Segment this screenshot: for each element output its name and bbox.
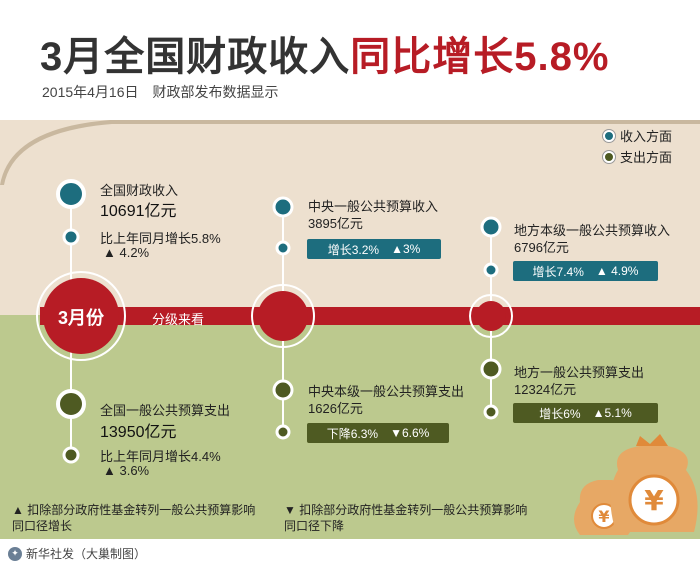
note-increase: ▲ 扣除部分政府性基金转列一般公共预算影响 同口径增长: [12, 503, 256, 533]
note-decrease: ▼ 扣除部分政府性基金转列一般公共预算影响 同口径下降: [284, 503, 528, 533]
title-part-2: 同比增长5.8%: [350, 35, 610, 79]
central-expense-value: 1626亿元: [308, 401, 363, 416]
central-expense-change: 下降6.3%: [326, 426, 379, 441]
central-income-adj: ▲3%: [391, 242, 421, 256]
local-expense-value: 12324亿元: [514, 382, 577, 397]
yuan-money-bag-icon: [574, 434, 698, 535]
yuan-sign-small: ¥: [598, 507, 609, 526]
legend-expense-label: 支出方面: [620, 150, 673, 165]
hub-ring-national: [36, 271, 126, 361]
xinhua-logo-icon: ✦: [8, 546, 22, 561]
node-central-expense: [272, 379, 294, 401]
node-national-expense-growth: [62, 446, 80, 464]
national-expense-value: 13950亿元: [100, 424, 177, 441]
national-expense-adj: ▲ 3.6%: [103, 463, 150, 478]
income-band: [0, 120, 700, 315]
month-label: 3月份: [57, 308, 104, 328]
node-local-expense: [480, 358, 502, 380]
node-local-income-growth: [483, 262, 499, 278]
credit: ✦ 新华社发（大巢制图）: [8, 545, 146, 562]
title-part-1: 3月全国财政收入: [40, 35, 351, 79]
national-income-value: 10691亿元: [100, 203, 177, 220]
local-expense-pill: 增长6% ▲5.1%: [513, 403, 658, 423]
national-expense-growth: 比上年同月增长4.4%: [100, 449, 221, 464]
node-central-income: [272, 196, 294, 218]
legend-income-label: 收入方面: [620, 129, 673, 144]
central-expense-label: 中央本级一般公共预算支出: [308, 384, 465, 399]
legend-income: 收入方面: [603, 126, 672, 145]
national-expense-label: 全国一般公共预算支出: [100, 403, 231, 418]
node-national-income-growth: [62, 228, 80, 246]
legend-expense-swatch: [603, 150, 615, 163]
band-curve: [0, 120, 700, 185]
node-central-expense-growth: [275, 424, 291, 440]
footer: [0, 539, 700, 566]
national-income-growth: 比上年同月增长5.8%: [100, 231, 221, 246]
hub-local: [476, 301, 506, 331]
central-income-label: 中央一般公共预算收入: [308, 199, 439, 214]
central-expense-adj: ▼6.6%: [390, 426, 430, 440]
hub-ring-central: [251, 284, 315, 348]
node-central-income-growth: [275, 240, 291, 256]
node-local-expense-growth: [483, 404, 499, 420]
hub-ring-local: [469, 294, 513, 338]
node-national-income: [56, 179, 86, 209]
node-local-income: [480, 216, 502, 238]
axis-bar: [40, 307, 700, 325]
central-expense-pill: 下降6.3% ▼6.6%: [307, 423, 449, 443]
local-income-value: 6796亿元: [514, 240, 569, 255]
national-income-label: 全国财政收入: [100, 183, 179, 198]
local-income-pill: 增长7.4% ▲ 4.9%: [513, 261, 658, 281]
local-expense-label: 地方一般公共预算支出: [514, 365, 645, 380]
local-expense-adj: ▲5.1%: [592, 406, 632, 420]
local-income-label: 地方本级一般公共预算收入: [514, 223, 671, 238]
central-income-pill: 增长3.2% ▲3%: [307, 239, 441, 259]
national-income-adj: ▲ 4.2%: [103, 245, 150, 260]
node-national-expense: [56, 389, 86, 419]
hub-national: [43, 278, 119, 354]
legend-expense: 支出方面: [603, 147, 672, 166]
axis-label: 分级来看: [152, 312, 205, 327]
hub-central: [258, 291, 308, 341]
local-expense-change: 增长6%: [539, 406, 581, 421]
legend-income-swatch: [603, 129, 615, 142]
local-income-change: 增长7.4%: [532, 264, 584, 279]
yuan-sign-large: ¥: [644, 484, 664, 517]
page-title: 3月全国财政收入同比增长5.8%: [40, 24, 609, 82]
central-income-change: 增长3.2%: [327, 242, 380, 257]
header: 3月全国财政收入同比增长5.8% 2015年4月16日 财政部发布数据显示: [0, 0, 700, 120]
local-income-adj: ▲ 4.9%: [595, 264, 639, 278]
credit-text: 新华社发（大巢制图）: [26, 547, 147, 561]
subtitle: 2015年4月16日 财政部发布数据显示: [42, 84, 279, 100]
central-income-value: 3895亿元: [308, 216, 363, 231]
